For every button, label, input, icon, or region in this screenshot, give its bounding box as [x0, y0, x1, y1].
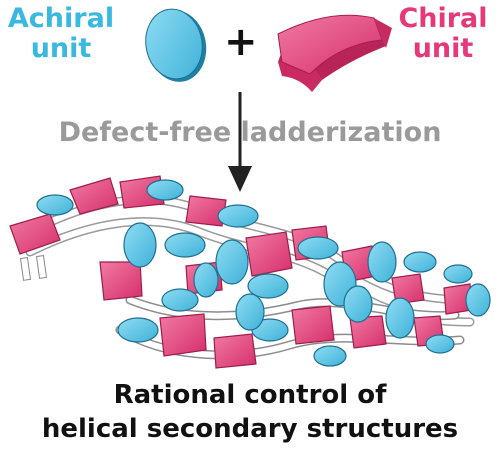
- caption-line-1: Rational control of: [113, 380, 387, 410]
- caption-line-2: helical secondary structures: [41, 414, 459, 444]
- figure-caption: Rational control of helical secondary st…: [0, 378, 500, 446]
- plus-sign: +: [224, 19, 258, 65]
- helix-ladder-illustration: [9, 175, 491, 369]
- down-arrow-icon: [228, 92, 252, 192]
- chiral-unit-icon: [277, 14, 392, 92]
- process-label: Defect-free ladderization: [58, 117, 442, 148]
- achiral-unit-icon: [145, 8, 207, 82]
